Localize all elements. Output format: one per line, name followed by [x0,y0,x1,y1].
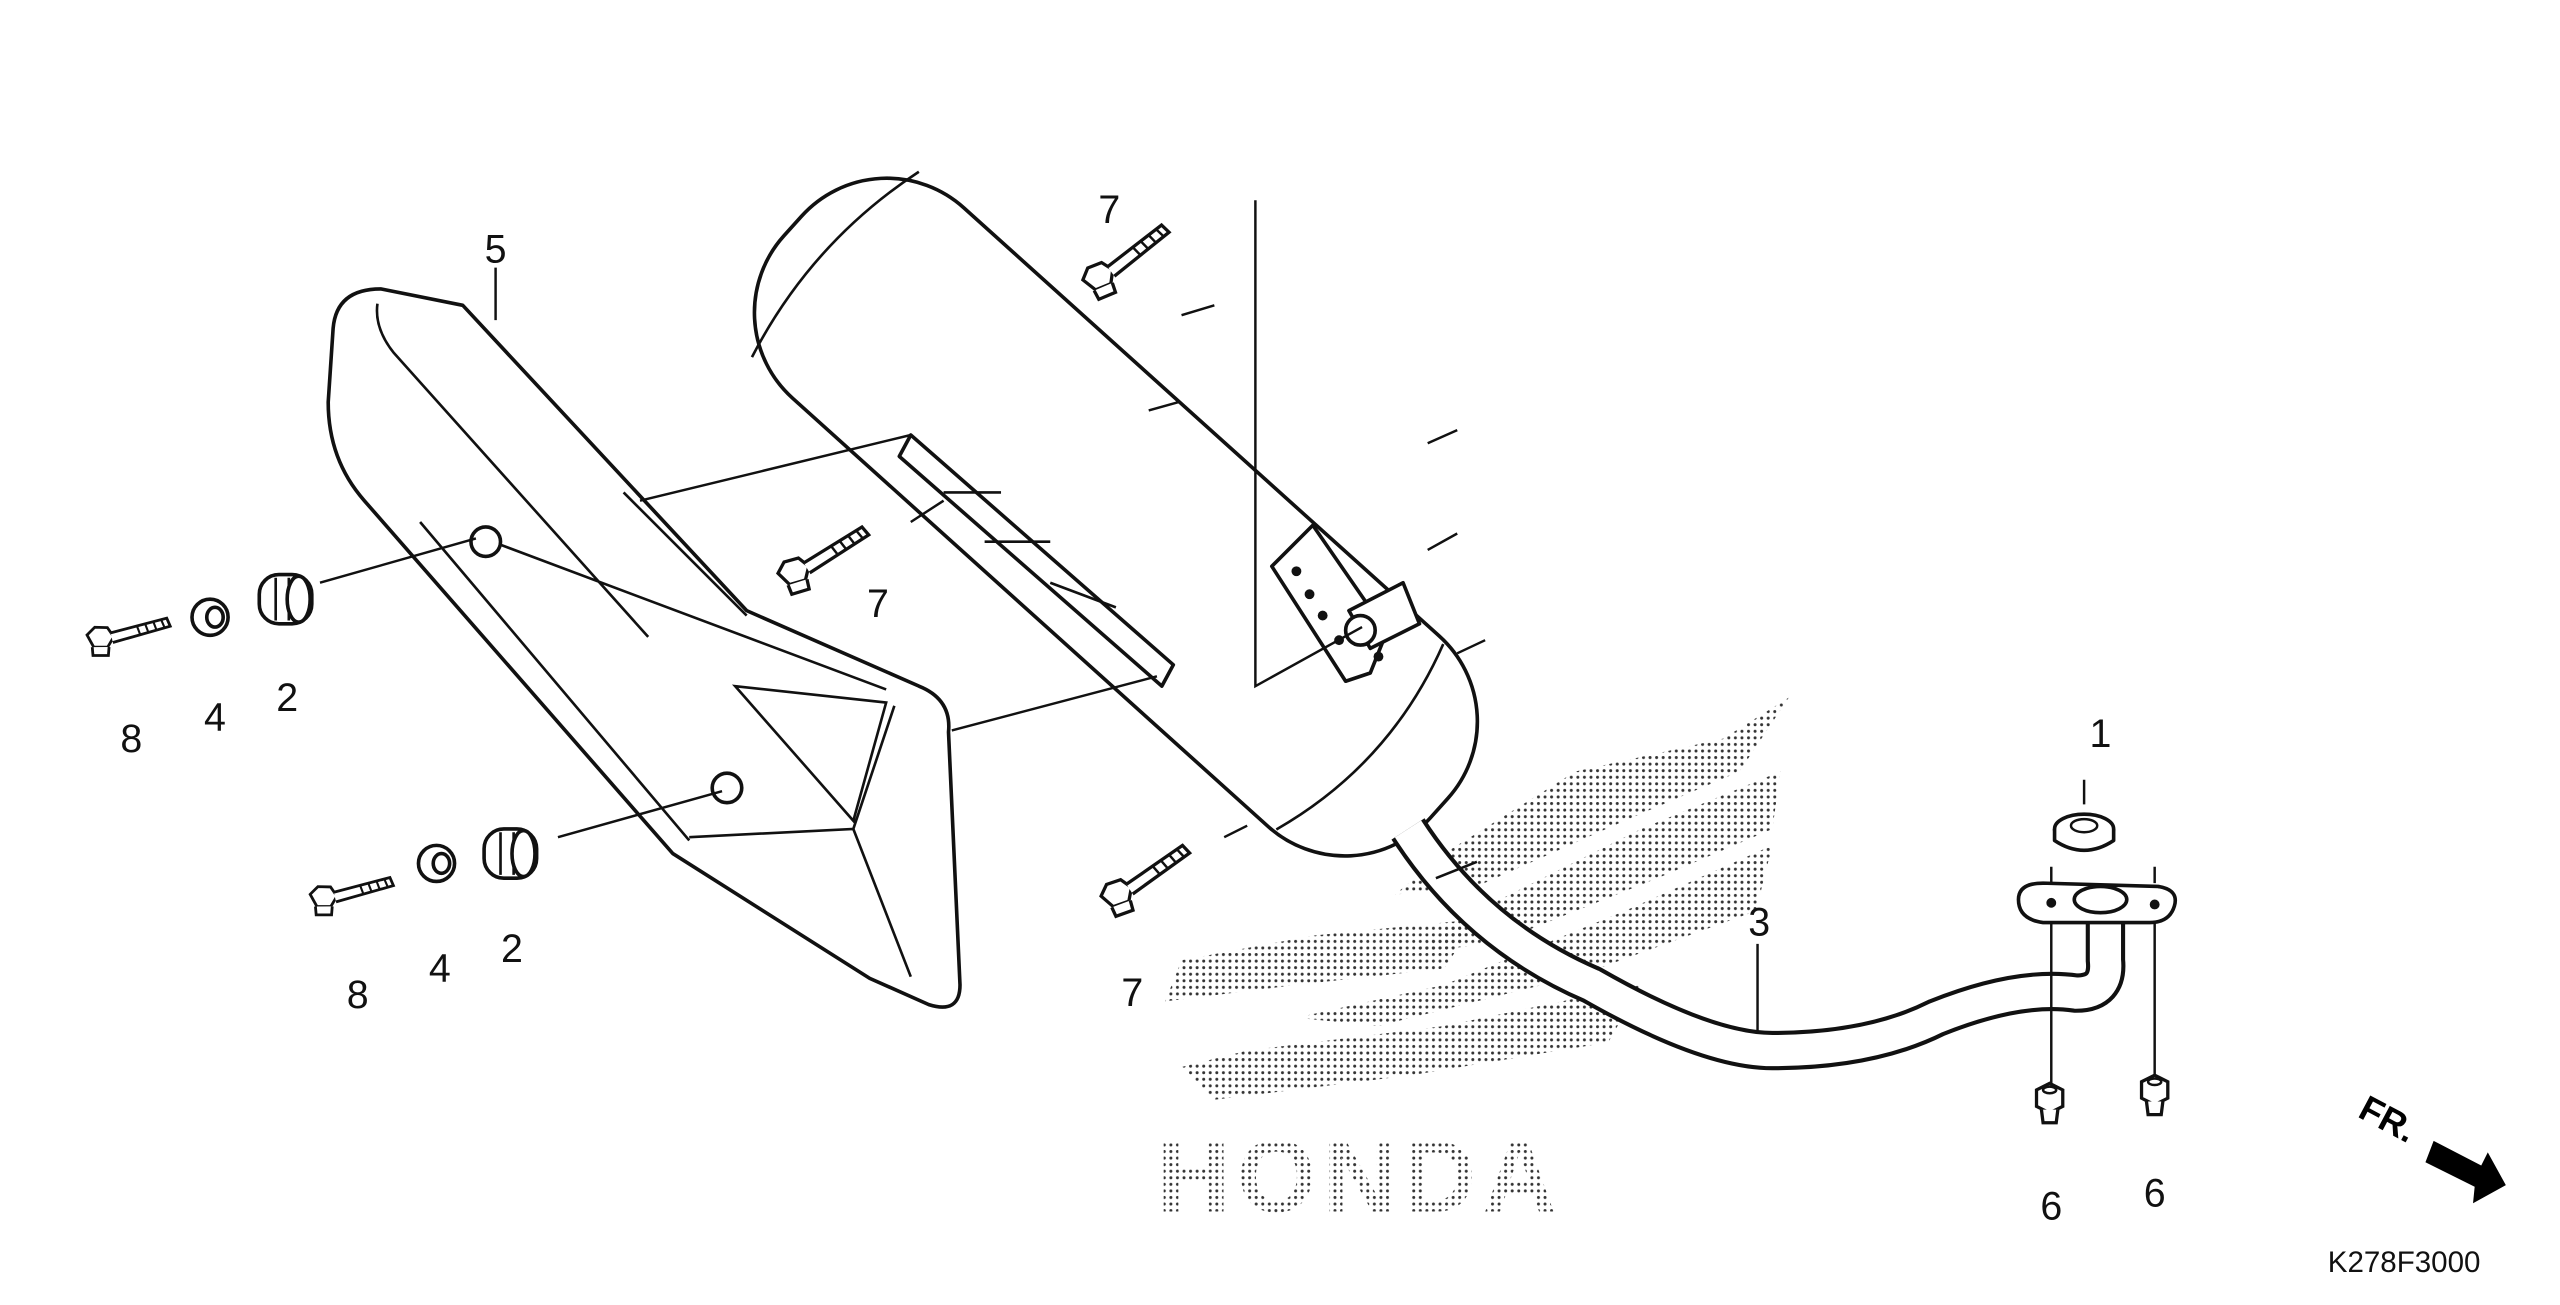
callout-bolt-bottom: 7 [1121,971,1143,1015]
nut-left[interactable] [2034,1081,2065,1125]
bolt-top[interactable] [1075,221,1184,305]
callout-exhaust-pipe: 3 [1748,901,1770,945]
gasket[interactable] [2052,812,2116,852]
callout-bolt-middle: 7 [867,582,889,626]
callout-nut-left: 6 [2040,1185,2062,1229]
callout-heat-shield: 5 [485,228,507,272]
watermark-text: HONDA [1157,1119,1563,1233]
callout-bolt-top: 7 [1098,188,1120,232]
front-direction-indicator: FR. [2353,1087,2506,1204]
callout-collar-upper: 2 [276,676,298,720]
bolt-middle[interactable] [772,524,881,600]
bolt-lower-left[interactable] [307,875,397,918]
callout-nut-right: 6 [2144,1172,2166,1216]
heat-shield[interactable] [326,287,962,1009]
front-label: FR. [2353,1087,2424,1151]
bolt-upper-left[interactable] [84,616,174,659]
bolt-bottom[interactable] [1094,842,1204,922]
exhaust-pipe[interactable] [1391,818,2177,1071]
callout-washer-lower: 4 [429,947,451,991]
washer-lower[interactable] [416,843,457,884]
front-arrow-icon [2425,1140,2506,1204]
callout-bolt-upper-left: 8 [120,717,142,761]
callout-collar-lower: 2 [501,927,523,971]
callout-washer-upper: 4 [204,695,226,739]
washer-upper[interactable] [190,597,230,638]
collar-lower[interactable] [482,827,539,881]
collar-upper[interactable] [257,572,314,626]
nut-right[interactable] [2139,1073,2170,1117]
diagram-code: K278F3000 [2328,1246,2481,1279]
leader-lines [319,200,2156,1084]
callout-gasket: 1 [2090,712,2112,756]
honda-watermark: HONDA [1157,697,1789,1233]
muffler[interactable] [707,131,1525,903]
callouts: 1 2 2 3 4 4 5 6 6 7 7 7 8 8 [120,188,2165,1228]
callout-bolt-lower-left: 8 [347,973,369,1017]
